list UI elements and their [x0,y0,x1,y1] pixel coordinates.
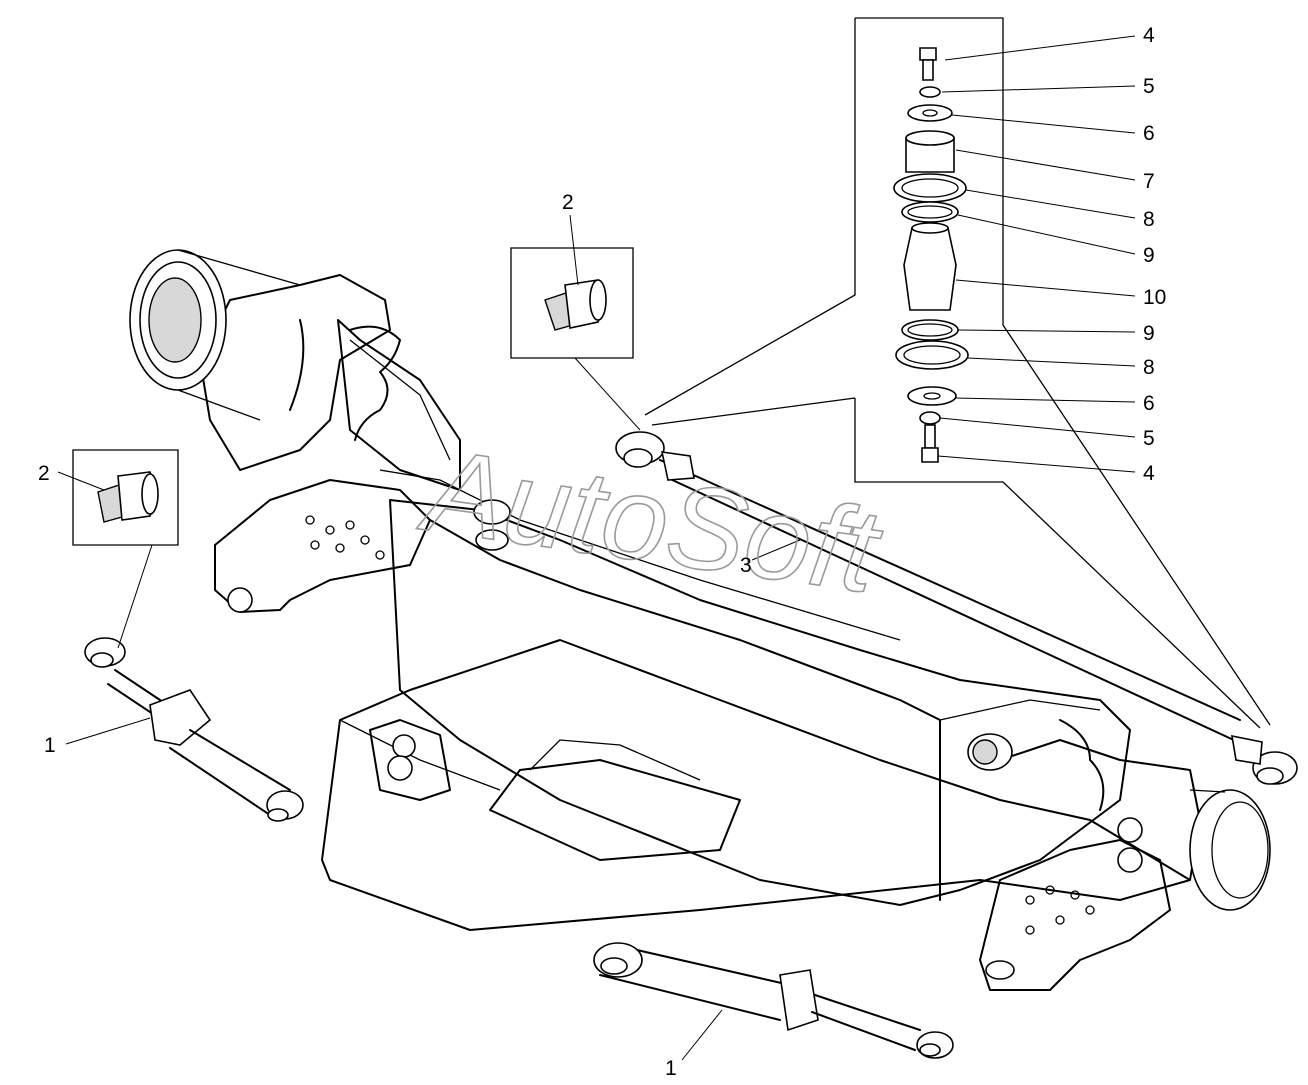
callout-9-bottom: 9 [1143,322,1155,345]
callout-5-top: 5 [1143,75,1155,98]
panhard-rod [615,431,1298,785]
callout-1-bottom: 1 [665,1057,677,1080]
callout-2-top: 2 [562,191,574,214]
callout-1-left: 1 [44,734,56,757]
detail-box-fitting-left [72,449,179,649]
callout-6-top: 6 [1143,122,1155,145]
callout-3: 3 [740,554,752,577]
axle-housing [129,249,1271,991]
callout-8-top: 8 [1143,208,1155,231]
callout-10: 10 [1143,286,1166,309]
detail-box-fitting-top [510,247,641,431]
callout-7: 7 [1143,170,1155,193]
callout-4-top: 4 [1143,24,1155,47]
callout-labels: 4 5 6 7 8 9 10 9 8 6 5 4 2 2 3 1 1 [38,24,1166,1080]
leader-lines [57,35,1136,1061]
callout-6-bottom: 6 [1143,392,1155,415]
callout-5-bottom: 5 [1143,427,1155,450]
exploded-pin-stack [644,17,1271,729]
callout-8-bottom: 8 [1143,356,1155,379]
callout-9-top: 9 [1143,244,1155,267]
hydraulic-cylinder-left [84,637,304,822]
callout-2-left: 2 [38,462,50,485]
callout-4-bottom: 4 [1143,462,1155,485]
hydraulic-cylinder-bottom [593,942,954,1059]
